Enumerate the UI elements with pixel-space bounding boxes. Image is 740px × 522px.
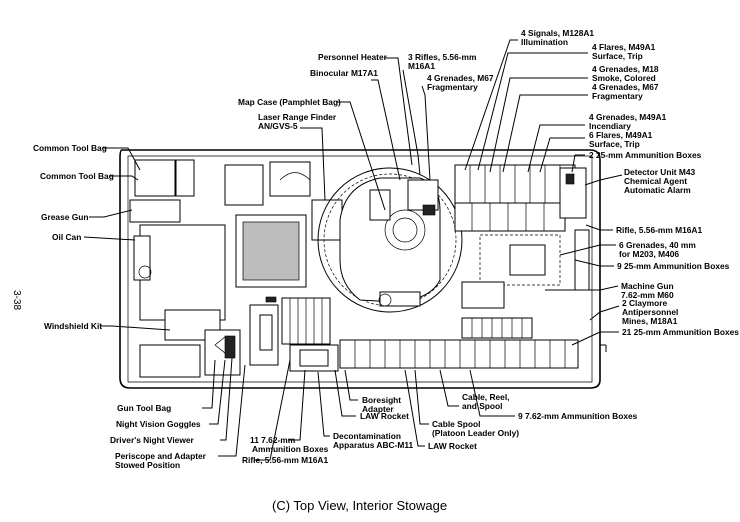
label-windshield-kit: Windshield Kit: [44, 321, 102, 331]
label-cable-spool: Cable Spool: [432, 419, 480, 429]
label-boresight: Boresight: [362, 395, 401, 405]
label-claymore: 2 Claymore: [622, 298, 667, 308]
label-grenades-m49-2: Incendiary: [589, 121, 631, 131]
label-periscope: Periscope and Adapter: [115, 451, 207, 461]
label-common-tool-bag-2: Common Tool Bag: [40, 171, 114, 181]
leader-lines: [83, 39, 623, 461]
label-decon-2: Apparatus ABC-M11: [333, 440, 414, 450]
label-3-rifles: 3 Rifles, 5.56-mm: [408, 52, 476, 62]
label-claymore-3: Mines, M18A1: [622, 316, 678, 326]
label-flares-trip-6-2: Surface, Trip: [589, 139, 640, 149]
label-personnel-heater: Personnel Heater: [318, 52, 388, 62]
label-ammo-762-11-2: Ammunition Boxes: [252, 444, 329, 454]
label-signals: 4 Signals, M128A1: [521, 28, 594, 38]
label-oil-can: Oil Can: [52, 232, 81, 242]
label-gun-tool-bag: Gun Tool Bag: [117, 403, 171, 413]
center-rack: [265, 296, 331, 345]
label-flares-trip-1: 4 Flares, M49A1: [592, 42, 656, 52]
label-cable-reel-2: and Spool: [462, 401, 502, 411]
label-detector-unit-2: Chemical Agent: [624, 176, 687, 186]
label-laser-range-finder: Laser Range Finder: [258, 112, 337, 122]
label-rifle-right: Rifle, 5.56-mm M16A1: [616, 225, 702, 235]
label-grenades-m49: 4 Grenades, M49A1: [589, 112, 667, 122]
label-grenades-m18-2: Smoke, Colored: [592, 73, 656, 83]
label-common-tool-bag-1: Common Tool Bag: [33, 143, 107, 153]
page-number: 3-38: [11, 290, 22, 310]
label-grease-gun: Grease Gun: [41, 212, 88, 222]
label-law-rocket-1: LAW Rocket: [360, 411, 409, 421]
turret: [317, 167, 463, 313]
right-racks: [454, 164, 590, 339]
label-rifle-bottom: Rifle, 5.56-mm M16A1: [242, 455, 328, 465]
label-machine-gun-2: 7.62-mm M60: [621, 290, 674, 300]
front-left-equipment: [129, 159, 343, 378]
label-boresight-2: Adapter: [362, 404, 394, 414]
label-machine-gun: Machine Gun: [621, 281, 674, 291]
label-ammo-25mm-21: 21 25-mm Ammunition Boxes: [622, 327, 739, 337]
label-detector-unit: Detector Unit M43: [624, 167, 696, 177]
label-grenades-m67-right: 4 Grenades, M67: [592, 82, 659, 92]
label-grenades-40mm-2: for M203, M406: [619, 249, 679, 259]
label-night-vision-goggles: Night Vision Goggles: [116, 419, 201, 429]
bottom-ammo-row: [289, 339, 579, 372]
label-flares-trip-1-2: Surface, Trip: [592, 51, 643, 61]
label-grenades-m18: 4 Grenades, M18: [592, 64, 659, 74]
label-ammo-25mm-2: 2 25-mm Ammunition Boxes: [589, 150, 702, 160]
label-claymore-2: Antipersonnel: [622, 307, 678, 317]
label-ammo-25mm-9: 9 25-mm Ammunition Boxes: [617, 261, 730, 271]
label-cable-reel: Cable, Reel,: [462, 392, 509, 402]
label-grenades-m67-right-2: Fragmentary: [592, 91, 643, 101]
label-ammo-762-11: 11 7.62-mm: [250, 435, 295, 445]
label-ammo-762-9: 9 7.62-mm Ammunition Boxes: [518, 411, 638, 421]
figure-caption: (C) Top View, Interior Stowage: [272, 498, 447, 513]
label-signals-2: Illumination: [521, 37, 568, 47]
label-grenades-m67-top-2: Fragmentary: [427, 82, 478, 92]
label-binocular: Binocular M17A1: [310, 68, 378, 78]
label-flares-trip-6: 6 Flares, M49A1: [589, 130, 653, 140]
label-periscope-2: Stowed Position: [115, 460, 180, 470]
label-decon: Decontamination: [333, 431, 401, 441]
label-law-rocket-2: LAW Rocket: [428, 441, 477, 451]
label-detector-unit-3: Automatic Alarm: [624, 185, 691, 195]
label-map-case: Map Case (Pamphlet Bag): [238, 97, 341, 107]
label-grenades-40mm: 6 Grenades, 40 mm: [619, 240, 696, 250]
label-cable-spool-2: (Platoon Leader Only): [432, 428, 519, 438]
label-laser-range-finder-2: AN/GVS-5: [258, 121, 298, 131]
label-grenades-m67-top: 4 Grenades, M67: [427, 73, 494, 83]
label-drivers-night-viewer: Driver's Night Viewer: [110, 435, 194, 445]
label-3-rifles-2: M16A1: [408, 61, 435, 71]
